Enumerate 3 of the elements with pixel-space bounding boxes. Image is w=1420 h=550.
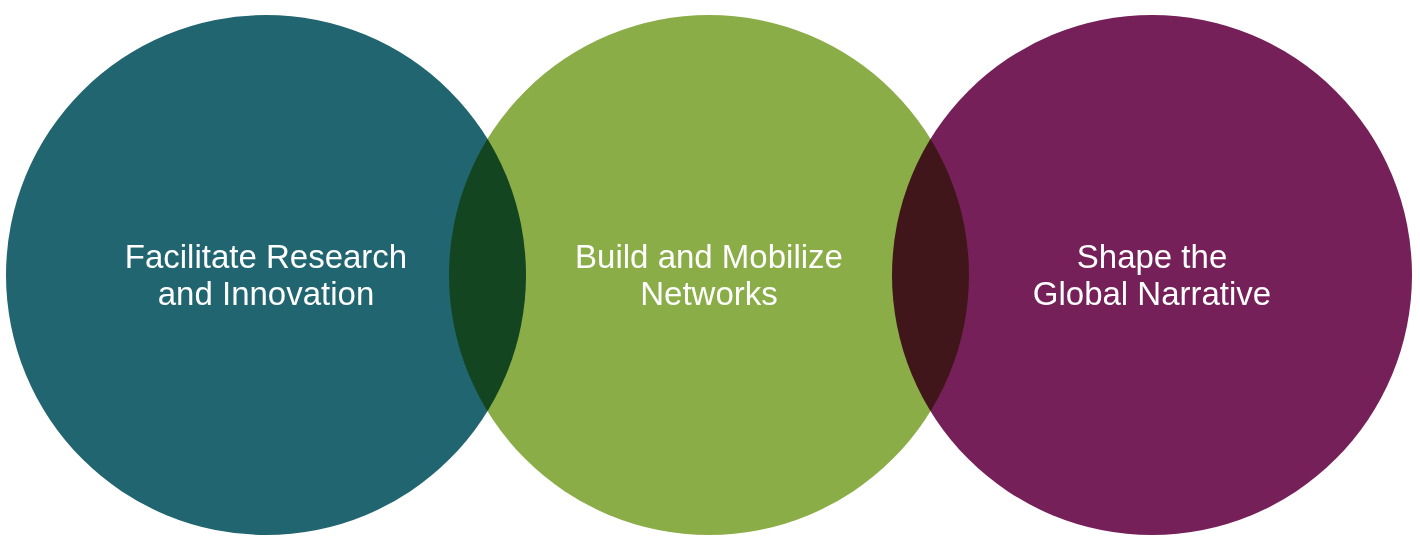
circle-label: Build and Mobilize Networks	[574, 238, 844, 312]
circle-label: Shape the Global Narrative	[1031, 238, 1273, 312]
circle-label: Facilitate Research and Innovation	[123, 238, 409, 312]
